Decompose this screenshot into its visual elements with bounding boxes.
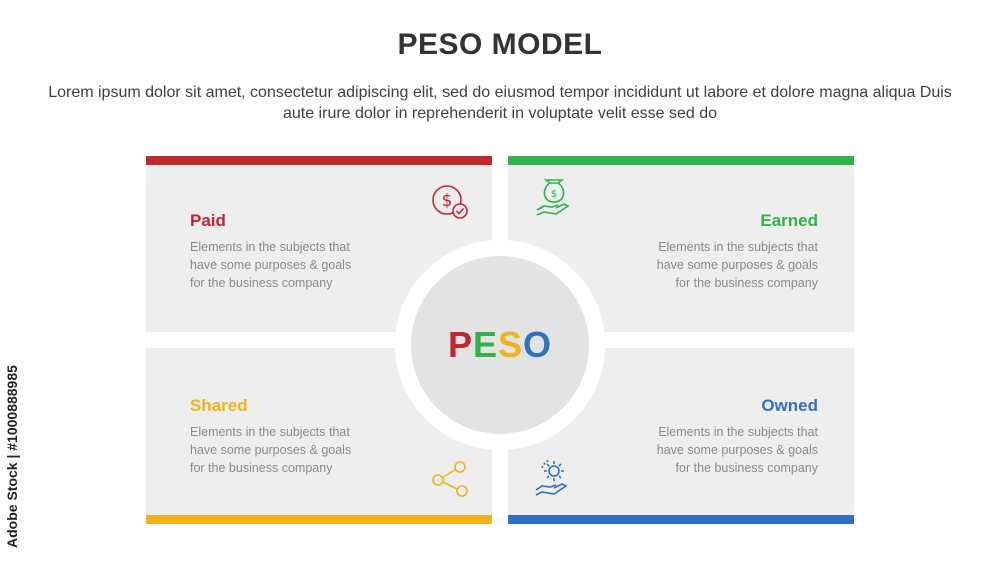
page-subtitle: Lorem ipsum dolor sit amet, consectetur …: [48, 84, 952, 122]
center-letter-p: P: [447, 324, 473, 365]
shared-description: Elements in the subjects that have some …: [190, 425, 352, 475]
dollar-coin-check-icon: $: [432, 185, 468, 219]
stock-watermark: Adobe Stock | #1000888985: [4, 365, 20, 548]
owned-heading: Owned: [761, 396, 818, 415]
svg-text:$: $: [551, 189, 557, 200]
gear-hand-icon: [535, 459, 568, 496]
page-title: PESO MODEL: [397, 28, 603, 61]
paid-accent-bar: [146, 156, 492, 165]
paid-heading: Paid: [190, 211, 226, 230]
share-icon: [432, 461, 468, 497]
center-letter-e: E: [472, 324, 498, 365]
paid-description: Elements in the subjects that have some …: [190, 240, 352, 290]
center-letter-o: O: [523, 324, 553, 365]
owned-description: Elements in the subjects that have some …: [656, 425, 818, 475]
shared-heading: Shared: [190, 396, 248, 415]
owned-accent-bar: [508, 515, 854, 524]
earned-heading: Earned: [760, 211, 818, 230]
center-letter-s: S: [498, 324, 524, 365]
center-disc: [411, 256, 589, 434]
earned-accent-bar: [508, 156, 854, 165]
quadrant-paid: Paid Elements in the subjects that have …: [146, 156, 492, 332]
center-peso-label: P E S O: [411, 256, 589, 434]
shared-accent-bar: [146, 515, 492, 524]
earned-description: Elements in the subjects that have some …: [656, 240, 818, 290]
money-bag-hand-icon: $: [536, 179, 570, 216]
svg-text:$: $: [442, 191, 453, 211]
